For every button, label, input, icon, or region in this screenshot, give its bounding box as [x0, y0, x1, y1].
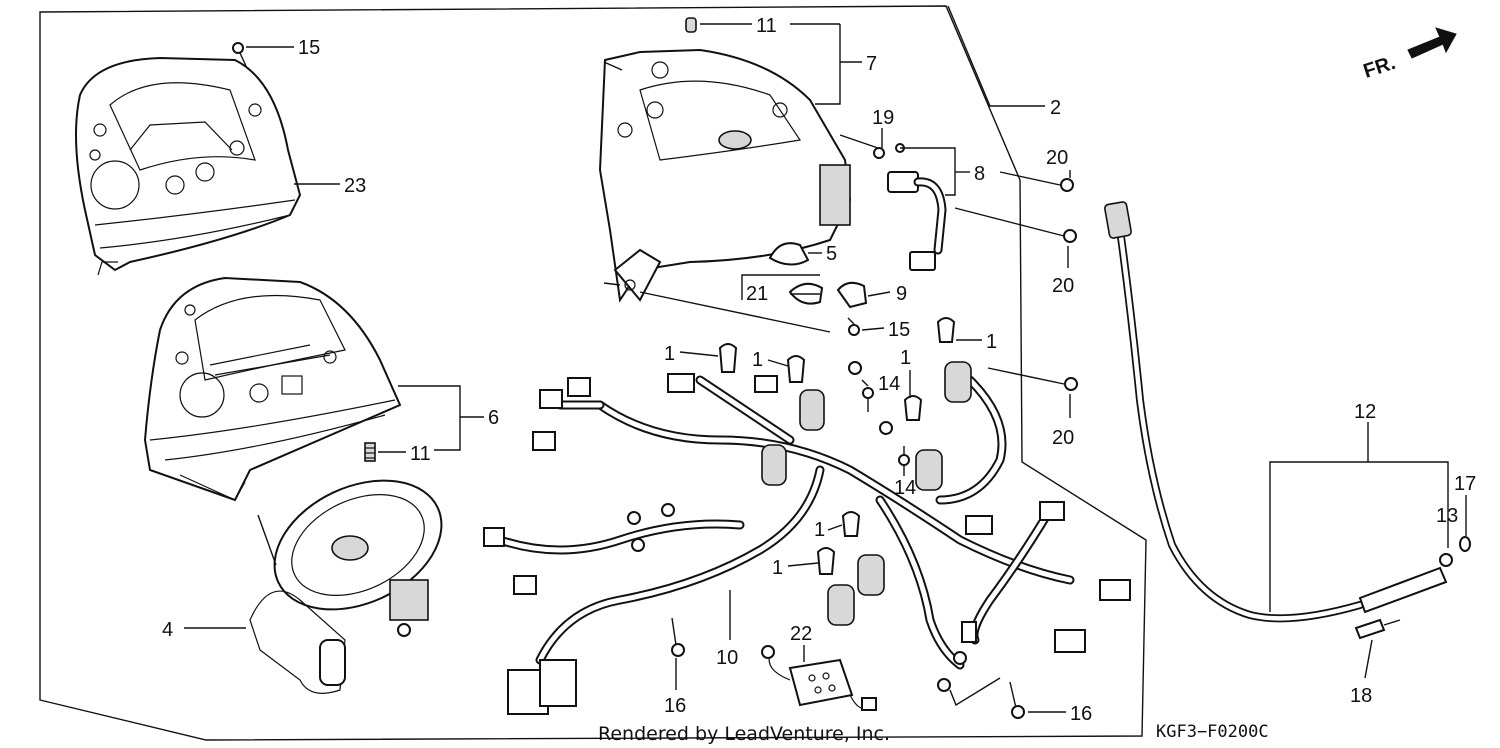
callout-20-bottom[interactable]: 20	[1052, 427, 1074, 449]
callout-1-b[interactable]: 1	[752, 349, 763, 371]
credit-text: Rendered by LeadVenture, Inc.	[598, 723, 890, 745]
callout-11-lower[interactable]: 11	[410, 443, 431, 465]
callout-10[interactable]: 10	[716, 647, 738, 669]
callout-2[interactable]: 2	[1050, 97, 1061, 119]
part-23-meter-cover[interactable]	[75, 56, 302, 276]
callout-7[interactable]: 7	[866, 53, 877, 75]
part-15-screw-mid[interactable]	[847, 317, 860, 336]
callout-1-c[interactable]: 1	[900, 347, 911, 369]
assembly-boundary	[39, 5, 1147, 741]
callout-15-mid[interactable]: 15	[888, 319, 910, 341]
part-6-meter-case[interactable]	[143, 276, 402, 502]
callout-12[interactable]: 12	[1354, 401, 1376, 423]
part-9-clip[interactable]	[836, 281, 868, 309]
front-direction-arrow: FR.	[1361, 27, 1457, 83]
callout-1-f[interactable]: 1	[772, 557, 783, 579]
part-16-screws[interactable]	[671, 617, 1025, 719]
callout-1-right[interactable]: 1	[986, 331, 997, 353]
callout-16-right[interactable]: 16	[1070, 703, 1092, 725]
callout-21[interactable]: 21	[746, 283, 768, 305]
callout-labels: 15 23 11 7 2 19 8 20 20 5 21 9 15 1 1 1 …	[162, 15, 1476, 725]
callout-16-left[interactable]: 16	[664, 695, 686, 717]
part-20-screws[interactable]	[1060, 178, 1078, 391]
callout-18[interactable]: 18	[1350, 685, 1372, 707]
part-8-socket-harness[interactable]	[887, 171, 947, 271]
leader-lines	[184, 5, 1467, 713]
callout-4[interactable]: 4	[162, 619, 173, 641]
front-arrow-icon	[1407, 27, 1457, 59]
part-19-screws[interactable]	[873, 143, 905, 159]
part-7-case-lower[interactable]	[598, 48, 852, 303]
part-17-washer[interactable]	[1459, 536, 1471, 552]
callout-14-bottom[interactable]: 14	[894, 477, 916, 499]
front-arrow-label: FR.	[1361, 52, 1398, 83]
callout-20-top[interactable]: 20	[1046, 147, 1068, 169]
callout-1-a[interactable]: 1	[664, 343, 675, 365]
part-18-bolt[interactable]	[1354, 618, 1401, 640]
callout-13[interactable]: 13	[1436, 505, 1458, 527]
callout-22[interactable]: 22	[790, 623, 812, 645]
callout-5[interactable]: 5	[826, 243, 837, 265]
part-14-screws[interactable]	[862, 387, 910, 466]
part-10-wire-harness[interactable]	[483, 361, 1131, 715]
callout-17[interactable]: 17	[1454, 473, 1476, 495]
part-4-speedometer[interactable]	[249, 455, 462, 694]
diagram-code: KGF3−F0200C	[1156, 722, 1269, 742]
callout-1-e[interactable]: 1	[814, 519, 825, 541]
callout-19[interactable]: 19	[872, 107, 894, 129]
callout-9[interactable]: 9	[896, 283, 907, 305]
callout-11-top[interactable]: 11	[756, 15, 777, 37]
callout-23[interactable]: 23	[344, 175, 366, 197]
callout-20-mid[interactable]: 20	[1052, 275, 1074, 297]
part-15-screw-top[interactable]	[232, 42, 247, 67]
callout-6[interactable]: 6	[488, 407, 499, 429]
part-5-cap[interactable]	[768, 242, 810, 266]
part-1-bulbs[interactable]	[718, 317, 956, 575]
callout-15-top[interactable]: 15	[298, 37, 320, 59]
callout-8[interactable]: 8	[974, 163, 985, 185]
part-11-spring-lower[interactable]	[364, 442, 376, 462]
part-11-spring-top[interactable]	[685, 17, 697, 33]
callout-14-top[interactable]: 14	[878, 373, 900, 395]
part-12-speedometer-cable[interactable]	[1104, 201, 1453, 623]
part-22-socket-plate[interactable]	[761, 645, 877, 711]
